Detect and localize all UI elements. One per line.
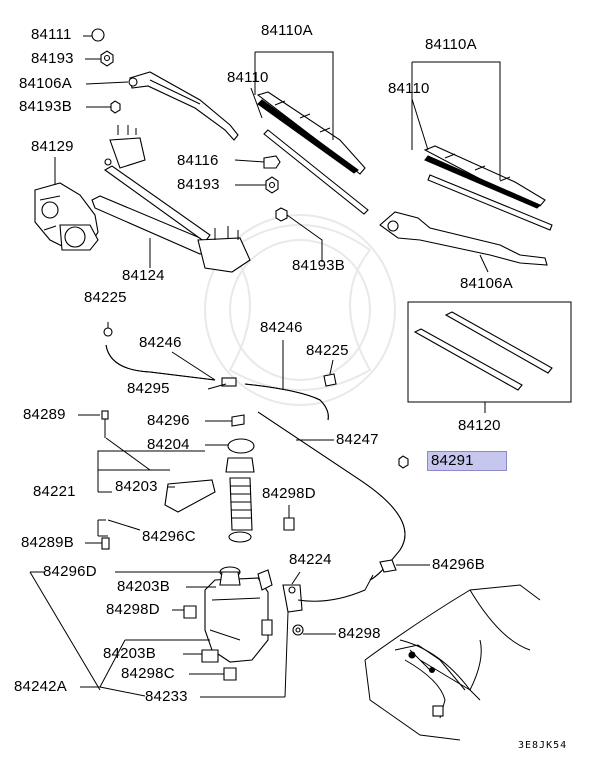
part-label-84233: 84233 <box>145 688 188 705</box>
part-label-84110: 84110 <box>227 69 269 86</box>
part-label-84203b: 84203B <box>103 645 156 662</box>
part-label-84289: 84289 <box>23 406 66 423</box>
wiper-blade-center <box>250 51 369 215</box>
grommet-84116 <box>263 155 281 169</box>
leader-84295 <box>207 383 227 390</box>
part-label-84204: 84204 <box>147 436 190 453</box>
part-label-84225: 84225 <box>306 342 349 359</box>
part-label-84224: 84224 <box>289 551 332 568</box>
part-label-84298c: 84298C <box>121 665 175 682</box>
wiper-arm-right <box>379 211 548 273</box>
ring-84296c <box>228 531 252 543</box>
part-label-84193: 84193 <box>177 176 220 193</box>
part-label-84120: 84120 <box>458 417 501 434</box>
part-label-84246: 84246 <box>260 319 303 336</box>
grommet-84298 <box>292 624 336 636</box>
cap-84111 <box>91 28 105 42</box>
clip-84298d-top <box>283 505 295 531</box>
part-label-84193: 84193 <box>31 50 74 67</box>
bracket-84203b-left <box>183 649 219 663</box>
part-label-84247: 84247 <box>336 431 379 448</box>
joint-84295 <box>221 377 237 387</box>
clip-84296b <box>379 559 430 573</box>
part-label-84291-highlighted: 84291 <box>427 451 507 471</box>
part-label-84296d: 84296D <box>43 563 97 580</box>
part-label-84246: 84246 <box>139 334 182 351</box>
nut-84193 <box>265 176 279 194</box>
part-label-84225: 84225 <box>84 289 127 306</box>
hose-84246-left <box>103 322 216 381</box>
leaders-reservoir <box>29 571 289 698</box>
bolt-84289 <box>78 410 109 438</box>
pump-84224 <box>282 571 374 613</box>
part-label-84193b: 84193B <box>292 257 345 274</box>
part-label-84296b: 84296B <box>432 556 485 573</box>
part-label-84298d: 84298D <box>262 485 316 502</box>
bracket-84203 <box>164 479 216 513</box>
leaders-84221 <box>97 437 205 537</box>
wiper-linkage <box>91 125 251 273</box>
nut-84291 <box>398 455 409 469</box>
bolt-84289b <box>85 537 110 550</box>
part-label-84203b: 84203B <box>117 578 170 595</box>
nut-84193 <box>100 50 114 67</box>
blade-insert-box <box>407 301 572 413</box>
diagram-code: 3E8JK54 <box>518 740 568 751</box>
part-label-84298: 84298 <box>338 625 381 642</box>
hose-84246-right <box>171 340 329 421</box>
wiper-arm-left <box>128 71 239 141</box>
wiper-blade-right <box>411 61 553 231</box>
leaders-top-left <box>54 35 323 268</box>
part-label-84296c: 84296C <box>142 528 196 545</box>
part-label-84295: 84295 <box>127 380 170 397</box>
nut-84193b-left <box>110 100 121 114</box>
clip-84298c <box>189 667 237 681</box>
part-label-84124: 84124 <box>122 267 165 284</box>
part-label-84110: 84110 <box>388 80 430 97</box>
part-label-84110a: 84110A <box>425 36 477 53</box>
washer-tank-84233 <box>204 566 273 663</box>
part-label-84111: 84111 <box>31 26 72 43</box>
part-label-84298d: 84298D <box>106 601 160 618</box>
part-label-84289b: 84289B <box>21 534 74 551</box>
car-outline <box>364 584 541 741</box>
clip-84225-right <box>323 359 337 387</box>
part-label-84116: 84116 <box>177 152 219 169</box>
part-label-84110a: 84110A <box>261 22 313 39</box>
part-label-84203: 84203 <box>115 478 158 495</box>
nut-84193b <box>275 207 288 222</box>
filler-neck <box>225 457 255 531</box>
part-label-84193b: 84193B <box>19 98 72 115</box>
wiper-motor <box>34 182 99 251</box>
part-label-84106a: 84106A <box>460 275 513 292</box>
part-label-84129: 84129 <box>31 138 74 155</box>
clip-84298d <box>172 605 197 619</box>
part-label-84242a: 84242A <box>14 678 67 695</box>
part-label-84296: 84296 <box>147 412 190 429</box>
clip-84296 <box>205 414 245 427</box>
cap-84204 <box>205 438 255 454</box>
watermark-emblem <box>204 214 396 406</box>
part-label-84106a: 84106A <box>19 75 72 92</box>
part-label-84221: 84221 <box>33 483 76 500</box>
